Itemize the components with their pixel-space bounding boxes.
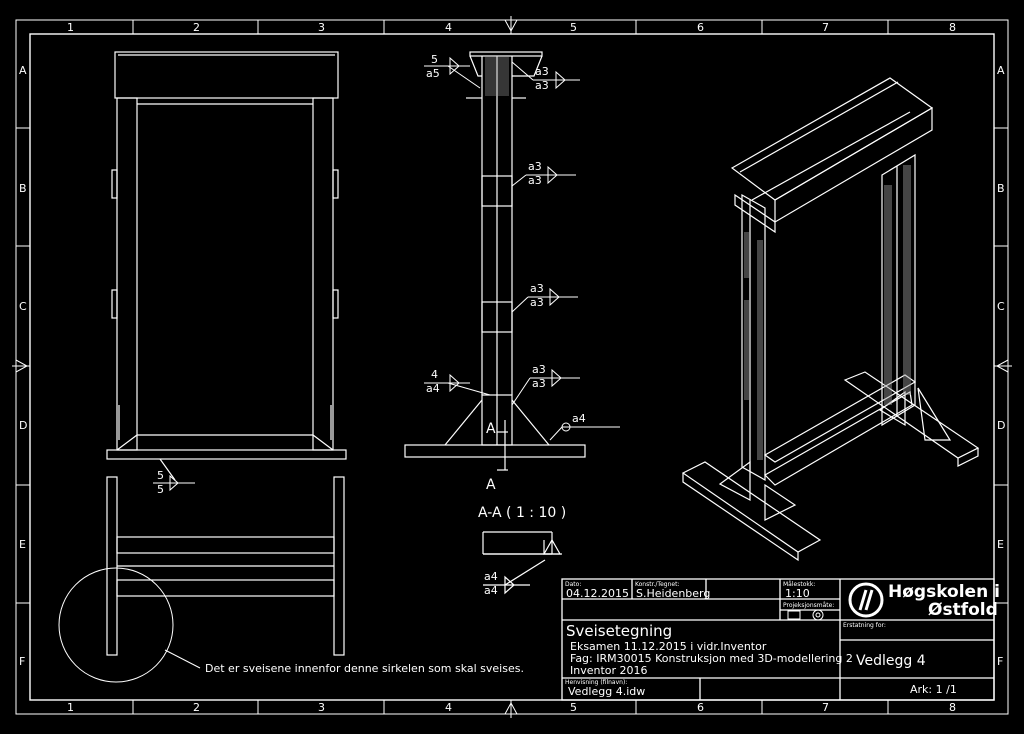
isometric-shading (744, 165, 911, 460)
col-label: 5 (570, 21, 577, 34)
row-label: F (997, 655, 1003, 668)
section-detail (482, 531, 562, 595)
filename: Vedlegg 4.idw (568, 685, 645, 698)
projection-label: Projeksjonsmåte: (783, 602, 834, 609)
author-label: Konstr./Tegnet: (635, 581, 679, 588)
row-label: F (19, 655, 25, 668)
weld-label: 5 (431, 53, 438, 66)
section-marker: A (486, 421, 496, 437)
sheet-title: Vedlegg 4 (856, 653, 926, 669)
logo-line2: Østfold (928, 600, 998, 620)
row-label: B (997, 182, 1005, 195)
desc-line: Inventor 2016 (570, 664, 648, 677)
weld-label: 4 (431, 368, 438, 381)
desc-line: Eksamen 11.12.2015 i vidr.Inventor (570, 640, 767, 653)
weld-label: a3 (530, 282, 544, 295)
drawing-title: Sveisetegning (566, 622, 672, 640)
scale-label: Målestokk: (783, 581, 815, 588)
section-marker: A (486, 477, 496, 493)
drawing-frame (12, 16, 1012, 718)
weld-label: a4 (572, 412, 586, 425)
logo-icon (848, 582, 884, 618)
weld-label: 5 (157, 483, 164, 496)
date-label: Dato: (565, 581, 581, 588)
col-label: 3 (318, 21, 325, 34)
weld-area-circle (58, 567, 174, 683)
row-label: B (19, 182, 27, 195)
weld-label: a4 (484, 570, 498, 583)
weld-label: 5 (157, 469, 164, 482)
col-label: 2 (193, 701, 200, 714)
weld-label: a3 (532, 377, 546, 390)
row-label: A (19, 64, 27, 77)
col-label: 6 (697, 701, 704, 714)
side-view (404, 51, 586, 458)
weld-note: Det er sveisene innenfor denne sirkelen … (205, 662, 524, 675)
row-label: E (997, 538, 1004, 551)
date-value: 04.12.2015 (566, 587, 629, 600)
bottom-view (106, 476, 345, 656)
col-label: 4 (445, 21, 452, 34)
col-label: 7 (822, 21, 829, 34)
isometric-view (681, 77, 980, 562)
col-label: 1 (67, 701, 74, 714)
title-block (561, 578, 995, 701)
col-label: 3 (318, 701, 325, 714)
web-shading (485, 56, 509, 96)
col-label: 2 (193, 21, 200, 34)
weld-label: a4 (426, 382, 440, 395)
weld-label: a3 (530, 296, 544, 309)
weld-label: a3 (535, 79, 549, 92)
weld-label: a3 (528, 160, 542, 173)
section-label: A-A ( 1 : 10 ) (478, 505, 566, 521)
reference-label: Henvisning (filnavn): (565, 679, 627, 686)
col-label: 8 (949, 21, 956, 34)
sheet-number: Ark: 1 /1 (910, 683, 957, 696)
row-label: D (997, 419, 1005, 432)
col-label: 4 (445, 701, 452, 714)
weld-label: a5 (426, 67, 440, 80)
col-label: 6 (697, 21, 704, 34)
author-value: S.Heidenberg (636, 587, 710, 600)
row-label: E (19, 538, 26, 551)
row-label: D (19, 419, 27, 432)
weld-label: a3 (532, 363, 546, 376)
weld-label: a3 (535, 65, 549, 78)
logo-line1: Høgskolen i (888, 582, 1000, 602)
weld-label: a3 (528, 174, 542, 187)
front-view (106, 51, 347, 481)
desc-line: Fag: IRM30015 Konstruksjon med 3D-modell… (570, 652, 853, 665)
row-label: A (997, 64, 1005, 77)
col-label: 8 (949, 701, 956, 714)
weld-label: a4 (484, 584, 498, 597)
col-label: 1 (67, 21, 74, 34)
col-label: 5 (570, 701, 577, 714)
replacement-label: Erstatning for: (843, 622, 886, 629)
row-label: C (19, 300, 27, 313)
row-label: C (997, 300, 1005, 313)
col-label: 7 (822, 701, 829, 714)
scale-value: 1:10 (785, 587, 810, 600)
projection-icon (787, 609, 824, 621)
